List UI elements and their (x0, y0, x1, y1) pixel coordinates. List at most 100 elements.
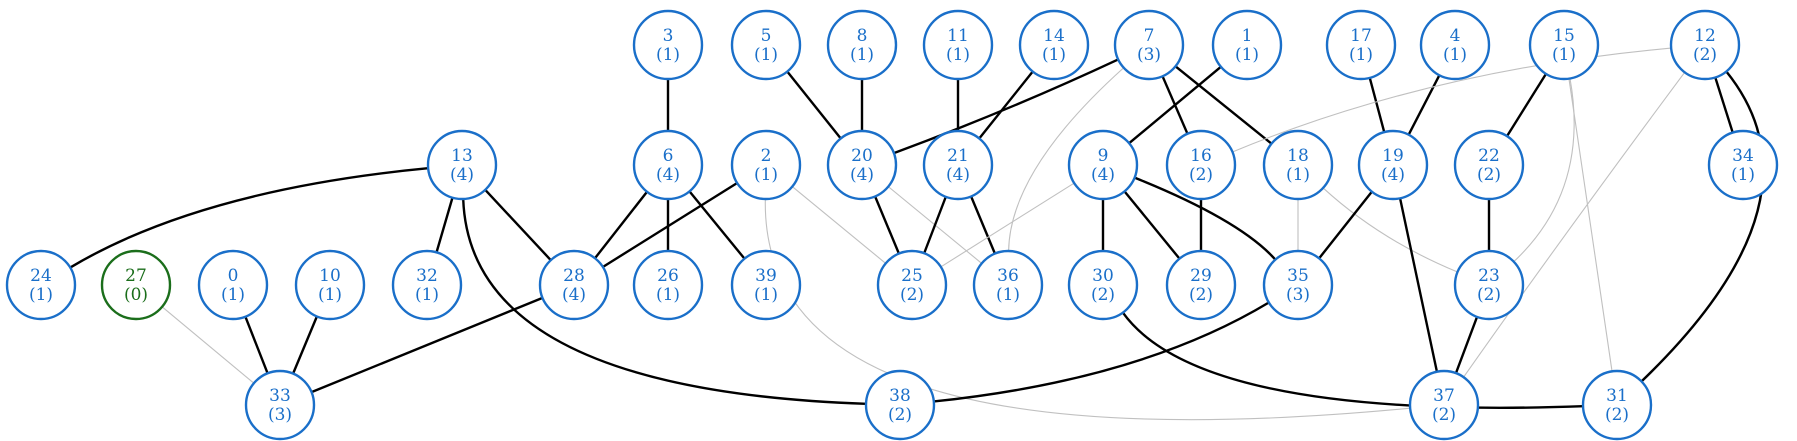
node-0[interactable]: 0(1) (197, 249, 269, 321)
node-38-id: 38 (889, 386, 911, 406)
node-34-id: 34 (1732, 146, 1754, 166)
node-7-circle (1113, 9, 1185, 81)
node-23[interactable]: 23(2) (1453, 249, 1525, 321)
node-6-count: (4) (656, 165, 680, 185)
node-20[interactable]: 20(4) (826, 129, 898, 201)
node-14[interactable]: 14(1) (1018, 9, 1090, 81)
node-22-count: (2) (1477, 165, 1501, 185)
node-1-count: (1) (1235, 45, 1259, 65)
node-21-circle (922, 129, 994, 201)
edge-21-36 (969, 195, 997, 255)
node-17-id: 17 (1350, 26, 1372, 46)
node-3-circle (632, 9, 704, 81)
node-36-id: 36 (997, 266, 1019, 286)
node-37[interactable]: 37(2) (1408, 369, 1480, 441)
node-38-circle (864, 369, 936, 441)
node-36[interactable]: 36(1) (972, 249, 1044, 321)
edge-12-16 (1232, 47, 1672, 153)
node-21-id: 21 (947, 146, 969, 166)
node-12-count: (2) (1693, 45, 1717, 65)
node-24[interactable]: 24(1) (5, 249, 77, 321)
node-9-circle (1067, 129, 1139, 201)
node-29[interactable]: 29(2) (1165, 249, 1237, 321)
node-23-circle (1453, 249, 1525, 321)
node-11[interactable]: 11(1) (922, 9, 994, 81)
node-33[interactable]: 33(3) (244, 369, 316, 441)
edge-2-28 (602, 182, 738, 268)
node-17-circle (1325, 9, 1397, 81)
node-2-id: 2 (761, 146, 772, 166)
edge-2-25 (791, 186, 887, 264)
node-8-count: (1) (850, 45, 874, 65)
node-39[interactable]: 39(1) (730, 249, 802, 321)
edge-35-38 (933, 301, 1270, 403)
node-21-count: (4) (946, 165, 970, 185)
node-15-circle (1528, 9, 1600, 81)
edge-28-33 (311, 296, 543, 394)
edge-12-31 (1640, 70, 1765, 383)
node-35[interactable]: 35(3) (1262, 249, 1334, 321)
node-32-circle (391, 249, 463, 321)
edge-17-19 (1368, 77, 1386, 133)
node-4[interactable]: 4(1) (1419, 9, 1491, 81)
edge-19-37 (1398, 198, 1439, 372)
node-31-id: 31 (1606, 386, 1628, 406)
node-37-id: 37 (1433, 386, 1455, 406)
node-24-id: 24 (30, 266, 52, 286)
node-2[interactable]: 2(1) (730, 129, 802, 201)
node-13[interactable]: 13(4) (426, 129, 498, 201)
node-26-circle (632, 249, 704, 321)
node-38[interactable]: 38(2) (864, 369, 936, 441)
node-31-circle (1581, 369, 1653, 441)
node-15-id: 15 (1553, 26, 1575, 46)
node-18-id: 18 (1287, 146, 1309, 166)
node-1[interactable]: 1(1) (1211, 9, 1283, 81)
node-32[interactable]: 32(1) (391, 249, 463, 321)
node-35-count: (3) (1286, 285, 1310, 305)
node-0-id: 0 (228, 266, 239, 286)
node-8[interactable]: 8(1) (826, 9, 898, 81)
node-28-count: (4) (562, 285, 586, 305)
node-11-id: 11 (947, 26, 969, 46)
node-9[interactable]: 9(4) (1067, 129, 1139, 201)
node-39-count: (1) (754, 285, 778, 305)
node-3[interactable]: 3(1) (632, 9, 704, 81)
node-15[interactable]: 15(1) (1528, 9, 1600, 81)
node-6[interactable]: 6(4) (632, 129, 704, 201)
node-17[interactable]: 17(1) (1325, 9, 1397, 81)
node-27[interactable]: 27(0) (100, 249, 172, 321)
node-18-count: (1) (1286, 165, 1310, 185)
node-28[interactable]: 28(4) (538, 249, 610, 321)
node-12[interactable]: 12(2) (1669, 9, 1741, 81)
node-27-count: (0) (124, 285, 148, 305)
node-22-id: 22 (1478, 146, 1500, 166)
node-22[interactable]: 22(2) (1453, 129, 1525, 201)
node-21[interactable]: 21(4) (922, 129, 994, 201)
node-25[interactable]: 25(2) (876, 249, 948, 321)
node-3-count: (1) (656, 45, 680, 65)
node-5-circle (730, 9, 802, 81)
edge-6-28 (594, 191, 648, 259)
node-19[interactable]: 19(4) (1357, 129, 1429, 201)
node-34[interactable]: 34(1) (1707, 129, 1779, 201)
node-16-id: 16 (1190, 146, 1212, 166)
node-31[interactable]: 31(2) (1581, 369, 1653, 441)
node-26-count: (1) (656, 285, 680, 305)
node-28-circle (538, 249, 610, 321)
node-5[interactable]: 5(1) (730, 9, 802, 81)
node-7[interactable]: 7(3) (1113, 9, 1185, 81)
node-8-circle (826, 9, 898, 81)
node-18[interactable]: 18(1) (1262, 129, 1334, 201)
edge-15-31 (1568, 78, 1613, 372)
node-12-circle (1669, 9, 1741, 81)
node-30-circle (1067, 249, 1139, 321)
node-35-circle (1262, 249, 1334, 321)
node-3-id: 3 (663, 26, 674, 46)
node-16[interactable]: 16(2) (1165, 129, 1237, 201)
node-26[interactable]: 26(1) (632, 249, 704, 321)
node-30[interactable]: 30(2) (1067, 249, 1139, 321)
node-16-count: (2) (1189, 165, 1213, 185)
edge-0-33 (244, 316, 269, 374)
node-10[interactable]: 10(1) (294, 249, 366, 321)
